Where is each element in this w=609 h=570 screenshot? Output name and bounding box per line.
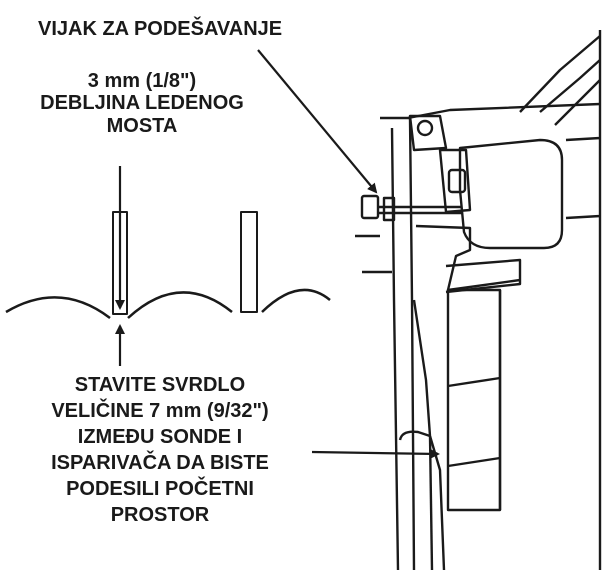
probe-bracket-inner — [390, 127, 400, 570]
adjust-screw-nut — [382, 196, 396, 222]
frame-line-a — [355, 234, 392, 274]
drill-instruction-line-5: PODESILI POČETNI — [66, 478, 254, 500]
probe-bracket-outer — [380, 116, 416, 570]
ice-cube-profile-1 — [5, 296, 111, 319]
evaporator-cell-1 — [447, 376, 501, 388]
frame-line-b — [415, 224, 521, 292]
bridge-thickness-line-2: DEBLJINA LEDENOG — [40, 92, 244, 115]
adjust-screw-label: VIJAK ZA PODEŠAVANJE — [38, 18, 283, 40]
ice-cube-profile-3 — [261, 288, 331, 313]
arrow-adjust-screw — [257, 49, 378, 194]
probe-lower-line — [428, 435, 434, 570]
drill-instruction-line-1: STAVITE SVRDLO — [74, 374, 246, 396]
bridge-thickness-label: 3 mm (1/8") DEBLJINA LEDENOG MOSTA — [22, 70, 262, 137]
hinge-plate — [408, 114, 448, 152]
top-housing — [519, 35, 601, 113]
controller-bracket — [438, 148, 472, 214]
arrow-drill-gap — [311, 448, 440, 459]
evaporator-cell-2 — [447, 456, 501, 468]
drill-instruction-line-2: VELIČINE 7 mm (9/32") — [51, 400, 269, 422]
ice-bridge-detail — [5, 211, 331, 319]
adjust-screw-head — [360, 194, 380, 220]
top-housing-edge — [554, 79, 601, 126]
drill-instruction-line-4: ISPARIVAČA DA BISTE — [51, 452, 269, 474]
drill-instruction-line-3: IZMEĐU SONDE I — [77, 426, 243, 448]
evaporator-top — [445, 258, 522, 294]
bridge-gauge-right — [240, 211, 258, 313]
bridge-thickness-line-3: MOSTA — [106, 114, 178, 137]
ice-machine-cross-section — [355, 30, 602, 570]
ice-cube-profile-2 — [127, 291, 233, 319]
evaporator-plate — [446, 288, 502, 512]
controller-housing — [458, 138, 564, 250]
callout-arrows — [115, 49, 440, 459]
drill-instruction-line-6: PROSTOR — [110, 504, 210, 526]
probe-tip — [398, 430, 431, 441]
controller-clip — [447, 168, 467, 194]
hinge-pivot — [416, 119, 434, 137]
drill-instruction-label: STAVITE SVRDLO VELIČINE 7 mm (9/32") IZM… — [4, 372, 316, 528]
bridge-thickness-line-1: 3 mm (1/8") — [87, 70, 197, 92]
right-wall — [565, 30, 602, 570]
